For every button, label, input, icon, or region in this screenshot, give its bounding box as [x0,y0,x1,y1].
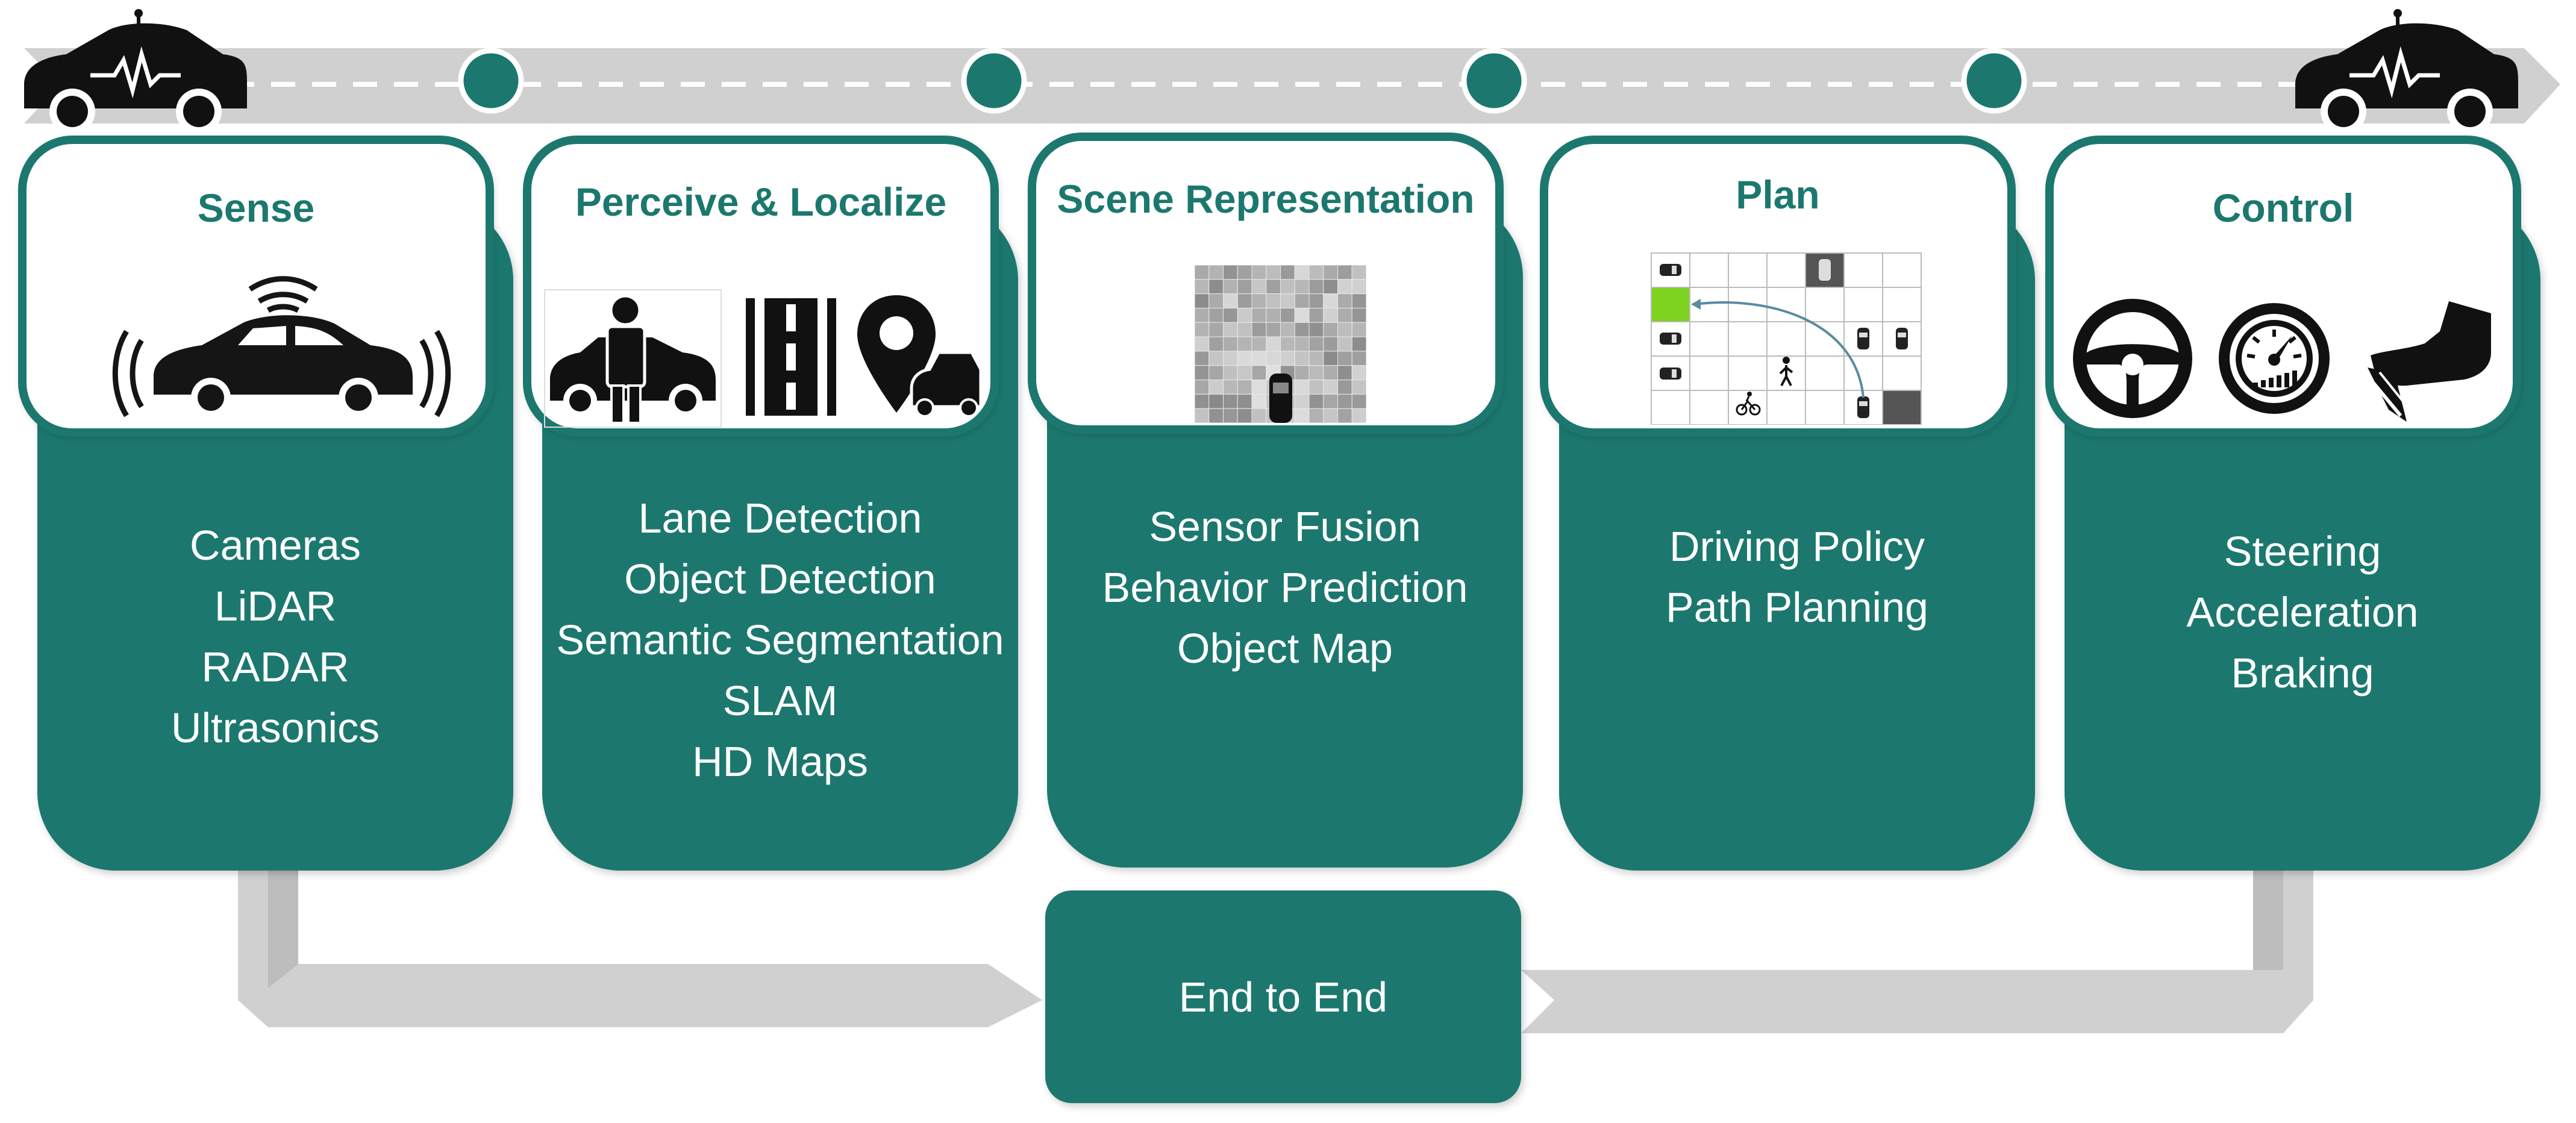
grid-car-icon [1896,328,1908,349]
milestone-dot [458,48,524,114]
stage-item: Acceleration [2186,589,2419,636]
grid-car-icon [1857,396,1869,418]
stage-items: Driving Policy Path Planning [1559,516,2035,638]
speedometer-icon [2219,303,2330,414]
end-car-icon [2295,9,2518,134]
grid-pedestrian-icon [1779,357,1793,386]
ego-car-icon [1269,374,1292,423]
grid-car-icon [1660,368,1681,380]
stage-title: Plan [1736,172,1820,217]
grid-car-icon [1857,328,1869,349]
occupancy-grid-icon [1195,265,1366,423]
pedestrian-icon [544,289,722,428]
timeline-arrow [24,48,2560,124]
stage-item: Braking [2231,649,2374,696]
stage-item: Ultrasonics [170,704,380,751]
stage-item: RADAR [201,643,349,690]
stage-item: Semantic Segmentation [556,616,1004,663]
plan-grid-icon [1651,252,1922,425]
stage-item: Object Map [1177,625,1393,672]
stage-items: Sensor Fusion Behavior Prediction Object… [1047,496,1523,679]
milestone-dot [1961,48,2027,114]
grid-car-icon [1660,264,1681,276]
map-pin-icon [857,295,983,418]
sensor-car-icon [112,276,451,418]
end-to-end-box: End to End [1045,890,1521,1103]
grid-car-icon [1660,333,1681,345]
stage-item: LiDAR [214,583,337,630]
stage-title: Sense [197,186,315,230]
stage-item: Sensor Fusion [1149,503,1421,550]
stage-item: Behavior Prediction [1102,564,1468,611]
grid-bicycle-icon [1736,392,1761,416]
stage-item: Steering [2224,528,2381,575]
stage-title: Control [2212,186,2354,230]
start-car-icon [24,9,247,134]
stage-item: Object Detection [624,555,936,602]
stage-items: Steering Acceleration Braking [2065,521,2540,704]
milestone-dot [1461,48,1527,114]
lane-icon [746,298,836,416]
stage-item: Path Planning [1666,584,1928,631]
stage-item: Driving Policy [1669,523,1925,570]
stage-title: Perceive & Localize [575,180,947,224]
steering-wheel-icon [2073,299,2192,418]
stage-items: Lane Detection Object Detection Semantic… [542,488,1018,792]
stage-item: Cameras [190,522,361,569]
milestone-dot [961,48,1027,114]
timeline-milestones [458,48,2027,114]
pedal-foot-icon [2368,301,2491,422]
stage-item: Lane Detection [638,495,922,542]
stage-item: HD Maps [692,738,868,785]
stage-title: Scene Representation [1057,177,1475,221]
stage-items: Cameras LiDAR RADAR Ultrasonics [37,515,513,759]
grid-car-icon [1819,259,1831,281]
stage-item: SLAM [722,677,838,724]
